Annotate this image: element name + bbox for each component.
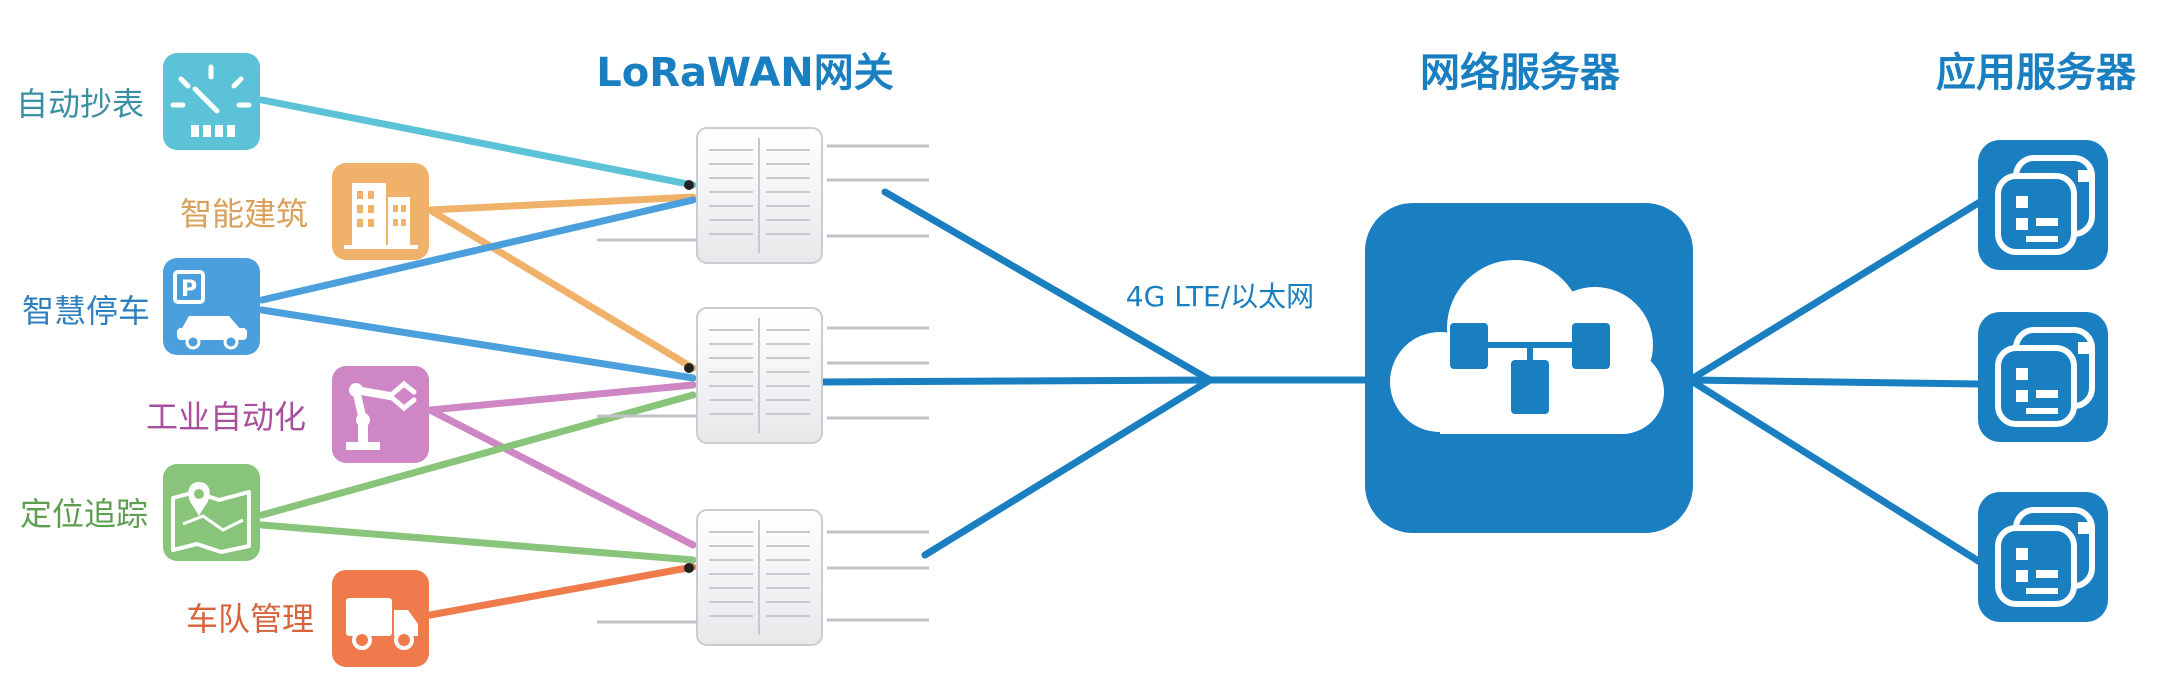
app-server-2-icon <box>1978 312 2108 442</box>
app-server-1-icon <box>1978 140 2108 270</box>
gateway-3 <box>597 509 929 646</box>
device-label-fleet: 车队管理 <box>186 600 314 638</box>
app-server-header: 应用服务器 <box>1936 50 2137 96</box>
building-icon <box>332 163 429 260</box>
device-label-tracking: 定位追踪 <box>20 495 148 533</box>
link-parking-gw2 <box>258 306 697 382</box>
truck-icon <box>332 570 429 667</box>
backhaul-links <box>816 188 1369 559</box>
network-server-header: 网络服务器 <box>1420 50 1621 96</box>
app-links <box>1686 198 1984 566</box>
link-label: 4G LTE/以太网 <box>1126 280 1314 313</box>
device-label-building: 智能建筑 <box>180 195 308 233</box>
gateway-header: LoRaWAN网关 <box>596 50 894 96</box>
device-label-industry: 工业自动化 <box>146 398 306 436</box>
gauge-icon <box>163 53 260 150</box>
svg-text:P: P <box>181 277 197 302</box>
link-tracking-gw2 <box>258 391 697 519</box>
link-building-gw2 <box>426 206 697 372</box>
gateway-2 <box>597 307 929 444</box>
device-label-parking: 智慧停车 <box>22 292 150 330</box>
link-fleet-gw3 <box>426 563 697 619</box>
link-industry-gw2 <box>426 381 697 414</box>
device-links <box>258 96 697 619</box>
link-industry-gw3 <box>426 406 697 549</box>
link-building-gw1 <box>426 193 697 214</box>
link-tracking-gw3 <box>258 521 697 564</box>
device-label-meter: 自动抄表 <box>16 85 144 123</box>
network-server-icon <box>1365 203 1693 533</box>
link-meter-gw1 <box>258 96 697 189</box>
gateway-1 <box>597 127 929 264</box>
map-pin-icon <box>163 464 260 561</box>
parking-car-icon: P <box>163 258 260 355</box>
link-parking-gw1 <box>258 196 697 304</box>
robot-arm-icon <box>332 366 429 463</box>
app-server-3-icon <box>1978 492 2108 622</box>
